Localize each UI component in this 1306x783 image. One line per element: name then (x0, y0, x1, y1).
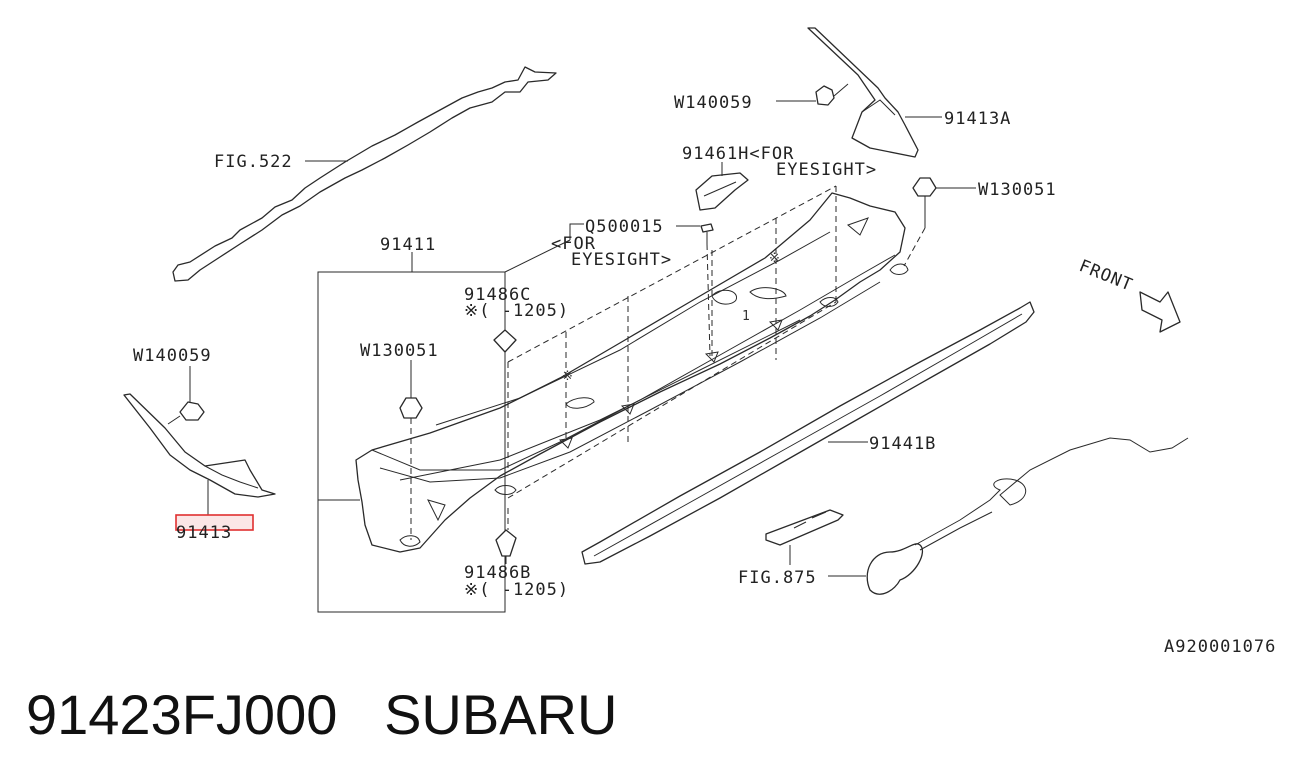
footer-title: 91423FJ000 SUBARU (26, 682, 617, 747)
label-w130051-left[interactable]: W130051 (360, 341, 439, 361)
label-fig875[interactable]: FIG.875 (738, 568, 817, 588)
label-91413[interactable]: 91413 (176, 523, 232, 543)
label-w140059-left[interactable]: W140059 (133, 346, 212, 366)
label-q500015[interactable]: Q500015 (585, 217, 664, 237)
label-91411[interactable]: 91411 (380, 235, 436, 255)
label-fig522[interactable]: FIG.522 (214, 152, 293, 172)
part-number: 91423FJ000 (26, 683, 338, 746)
clip-w140059-top (815, 83, 849, 106)
clip-w130051-right (912, 177, 937, 228)
label-91441B[interactable]: 91441B (869, 434, 936, 454)
mark-asterisk-2: ※ (769, 251, 781, 266)
label-w140059-top[interactable]: W140059 (674, 93, 753, 113)
label-91461H[interactable]: 91461H<FOR (682, 144, 794, 164)
label-91486B[interactable]: 91486B (464, 563, 531, 583)
part-91413A (807, 27, 919, 158)
clip-w130051-left (399, 360, 423, 540)
drawing-code: A920001076 (1164, 637, 1276, 657)
label-eyesight-a[interactable]: EYESIGHT> (776, 160, 877, 180)
clip-91486C (493, 329, 517, 362)
part-91441B-weatherstrip (581, 301, 1035, 565)
clip-91486B (495, 529, 517, 564)
fig522-seal-strip (172, 66, 557, 282)
mark-asterisk-1: ※ (562, 369, 574, 384)
clip-w140059-left (167, 366, 205, 425)
part-91413 (123, 393, 276, 498)
screw-q500015 (700, 223, 714, 244)
label-for-q[interactable]: <FOR (551, 234, 596, 254)
part-91411-cowl-panel: ※ ※ 1 (355, 192, 909, 553)
mark-number-1: 1 (742, 309, 751, 324)
bracket-91411 (317, 239, 571, 613)
dashed-guides (507, 185, 837, 530)
front-arrow: FRONT (1076, 256, 1181, 333)
label-eyesight-b[interactable]: EYESIGHT> (571, 250, 672, 270)
label-range-b[interactable]: ※( -1205) (464, 580, 569, 600)
brand-name: SUBARU (384, 683, 618, 746)
label-91486C[interactable]: 91486C (464, 285, 531, 305)
highlight-91413 (175, 514, 254, 531)
label-front[interactable]: FRONT (1076, 256, 1136, 296)
label-91413A[interactable]: 91413A (944, 109, 1011, 129)
fig875-bracket (765, 509, 844, 546)
label-w130051-right[interactable]: W130051 (978, 180, 1057, 200)
label-range-c[interactable]: ※( -1205) (464, 301, 569, 321)
part-91461H (695, 172, 749, 211)
washer-hose (866, 437, 1189, 595)
